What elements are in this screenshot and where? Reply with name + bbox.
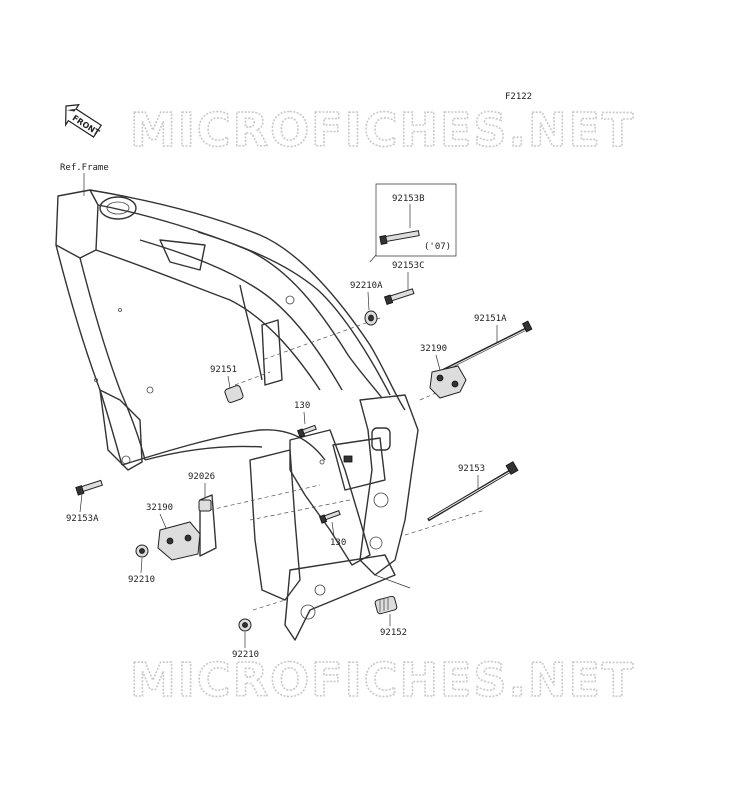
- part-label-92210A: 92210A: [350, 281, 383, 311]
- callout-note: ('07): [424, 242, 451, 252]
- watermark-top: MICROFICHES.NET: [130, 103, 635, 157]
- collar-92152-icon: [374, 595, 398, 615]
- part-label-92153B: 92153B: [392, 194, 425, 204]
- svg-text:32190: 32190: [420, 344, 447, 354]
- part-label-130-upper: 130: [294, 401, 310, 425]
- part-label-92152: 92152: [374, 574, 411, 638]
- svg-text:92151A: 92151A: [474, 314, 507, 324]
- bracket-32190-upper-icon: [429, 365, 467, 399]
- svg-text:130: 130: [294, 401, 310, 411]
- svg-text:92026: 92026: [188, 472, 215, 482]
- bolt-92153B-icon: [379, 230, 420, 245]
- bolt-130-lower-icon: [319, 510, 341, 524]
- watermark-bottom: MICROFICHES.NET: [130, 653, 635, 707]
- ref-frame-label: Ref.Frame: [60, 163, 109, 173]
- part-label-92151A: 92151A: [474, 314, 507, 342]
- svg-text:92151: 92151: [210, 365, 237, 375]
- motorcycle-frame: [55, 189, 486, 641]
- svg-text:92210: 92210: [232, 650, 259, 660]
- bolt-92153C-icon: [383, 288, 415, 305]
- collar-92026-icon: [198, 499, 212, 512]
- bracket-32190-lower-icon: [157, 521, 201, 561]
- svg-text:92152: 92152: [380, 628, 407, 638]
- svg-text:92153: 92153: [458, 464, 485, 474]
- callout-92153B: 92153B ('07): [369, 183, 457, 263]
- part-label-92026: 92026: [188, 472, 215, 498]
- svg-text:92153C: 92153C: [392, 261, 425, 271]
- part-label-32190-lower: 32190: [146, 503, 173, 529]
- nut-92210-bottom-icon: [238, 618, 252, 632]
- bolt-130-upper-icon: [297, 424, 317, 438]
- svg-text:92210A: 92210A: [350, 281, 383, 291]
- bolt-92153-icon: [427, 461, 519, 522]
- bolt-92153A-icon: [75, 479, 103, 496]
- part-label-92151: 92151: [210, 365, 237, 389]
- svg-text:130: 130: [330, 538, 346, 548]
- part-label-92153C: 92153C: [392, 261, 425, 290]
- part-label-130-lower: 130: [330, 521, 346, 548]
- svg-text:92210: 92210: [128, 575, 155, 585]
- nut-92210-left-icon: [135, 544, 149, 558]
- front-arrow-icon: FRONT: [65, 104, 103, 138]
- collar-92151-icon: [224, 385, 244, 403]
- svg-text:92153A: 92153A: [66, 514, 99, 524]
- part-label-92153A: 92153A: [66, 493, 99, 524]
- part-label-32190-upper: 32190: [420, 344, 447, 371]
- bolt-92151A-icon: [439, 320, 533, 374]
- part-label-92153: 92153: [458, 464, 485, 490]
- figure-code: F2122: [505, 92, 532, 102]
- part-label-92210-left: 92210: [128, 557, 155, 585]
- svg-text:32190: 32190: [146, 503, 173, 513]
- part-label-92210-bottom: 92210: [232, 632, 259, 660]
- nut-92210A-icon: [364, 310, 378, 326]
